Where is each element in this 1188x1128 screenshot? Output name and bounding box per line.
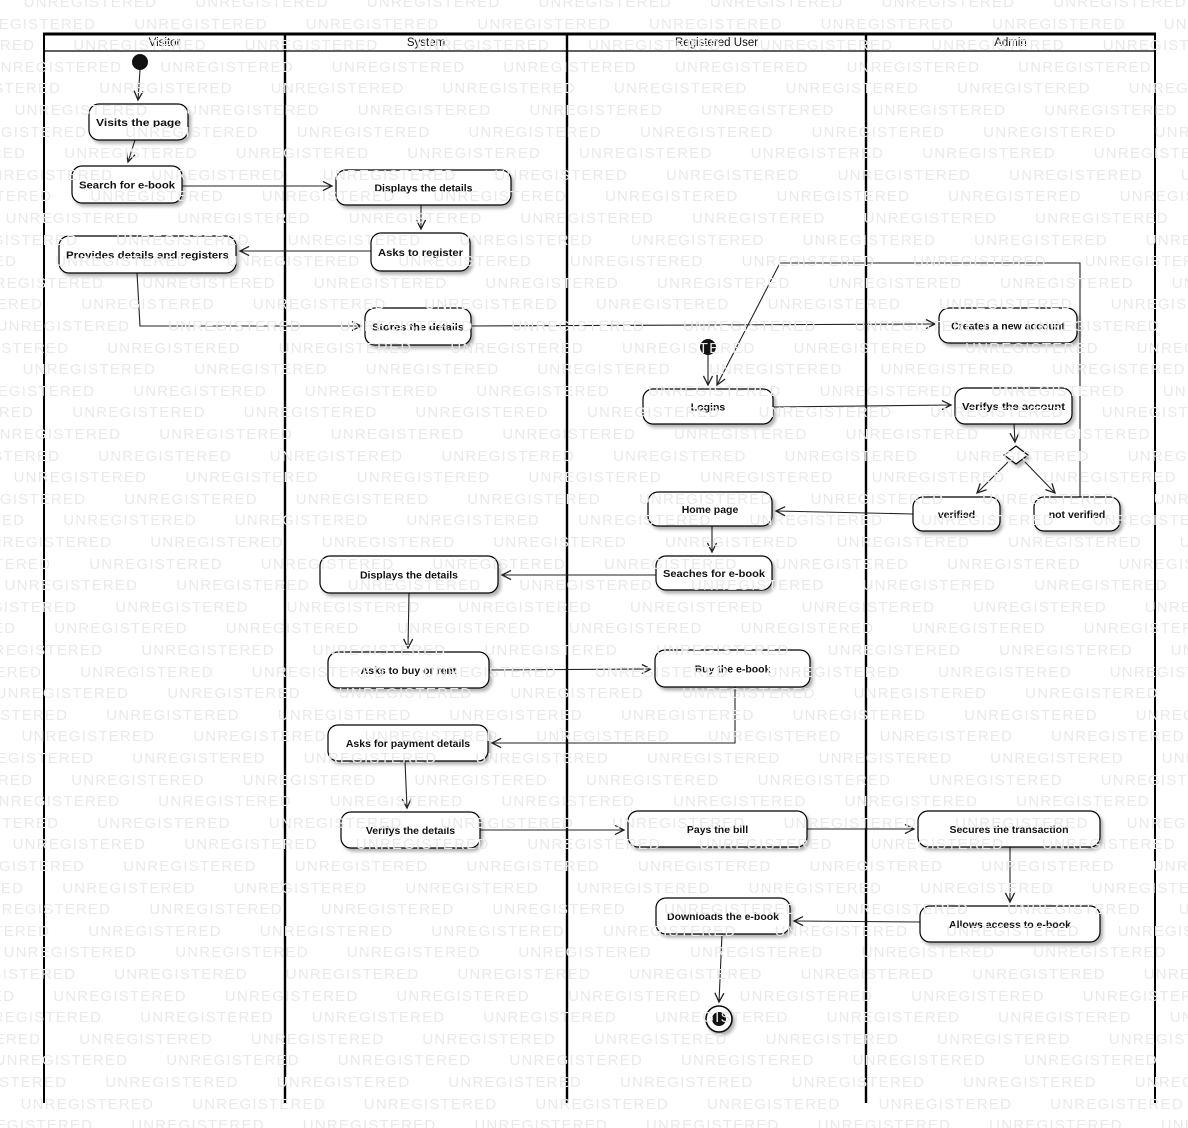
node-label-home: Home page: [682, 504, 739, 516]
node-verified: verified: [912, 496, 1001, 532]
node-verifys-account: Verifys the account: [954, 387, 1073, 425]
node-label-asks-register: Asks to register: [378, 247, 463, 259]
node-label-provides: Provides details and registers: [66, 249, 229, 261]
node-search: Search for e-book: [71, 165, 183, 204]
lane-header-registered-user: Registered User: [675, 37, 758, 49]
node-asks-payment: Asks for payment details: [327, 724, 489, 762]
final-node-inner-icon: [712, 1012, 726, 1026]
node-logins: Logins: [642, 388, 774, 425]
edge-visits-to-search: [125, 139, 136, 164]
node-decision: [1003, 445, 1029, 465]
initial-node-icon: [700, 339, 716, 355]
node-visits: Visits the page: [88, 103, 189, 141]
node-label-verifys-details: Verifys the details: [366, 825, 455, 837]
node-label-secures: Secures the transaction: [949, 824, 1068, 836]
node-label-asks-buy: Asks to buy or rent: [361, 665, 457, 677]
node-label-allows: Allows access to e-book: [949, 919, 1071, 931]
node-label-verified: verified: [938, 509, 975, 521]
node-label-pays: Pays the bill: [687, 824, 748, 836]
lane-header-admin: Admin: [994, 37, 1027, 49]
node-asks-buy: Asks to buy or rent: [327, 651, 490, 689]
edge-provides-to-stores: [136, 272, 363, 332]
edge-downloads-to-end-reguser: [714, 933, 725, 1004]
node-buy: Buy the e-book: [654, 649, 811, 688]
node-start-reguser: [700, 339, 716, 355]
edges-layer: [125, 69, 1081, 1004]
node-end-reguser: [705, 1005, 733, 1033]
node-allows: Allows access to e-book: [919, 905, 1101, 943]
node-not-verified: not verified: [1033, 496, 1121, 532]
node-label-buy: Buy the e-book: [695, 663, 771, 675]
node-label-visits: Visits the page: [96, 117, 181, 129]
edge-asks-buy-to-buy: [488, 663, 653, 675]
edge-buy-to-asks-payment: [490, 687, 736, 749]
node-label-downloads: Downloads the e-book: [667, 911, 779, 923]
node-label-asks-payment: Asks for payment details: [346, 738, 470, 750]
node-start-visitor: [132, 54, 148, 70]
edge-asks-payment-to-verifys-details: [401, 760, 412, 810]
lane-header-system: System: [407, 37, 445, 49]
edge-verified-to-home: [774, 506, 914, 517]
edge-decision-to-verified: [975, 461, 1009, 495]
node-label-verifys-account: Verifys the account: [962, 401, 1066, 413]
edge-stores-to-creates: [470, 318, 937, 330]
node-home: Home page: [647, 491, 773, 527]
node-displays2: Displays the details: [319, 555, 499, 594]
node-label-logins: Logins: [691, 401, 726, 413]
node-asks-register: Asks to register: [370, 232, 471, 272]
node-displays1: Displays the details: [335, 169, 512, 206]
node-downloads: Downloads the e-book: [655, 897, 791, 935]
node-label-seaches: Seaches for e-book: [663, 568, 765, 580]
node-stores: Stores the details: [364, 307, 472, 346]
node-label-displays2: Displays the details: [360, 569, 458, 581]
node-seaches: Seaches for e-book: [655, 555, 773, 591]
edge-not-verified-to-logins: [716, 262, 1081, 497]
edge-displays2-to-asks-buy: [403, 592, 414, 650]
node-label-not-verified: not verified: [1049, 509, 1106, 521]
edge-verifys-account-to-decision: [1009, 423, 1020, 444]
edge-allows-to-downloads: [792, 915, 921, 927]
edge-start-visitor-to-visits: [133, 69, 144, 102]
node-creates: Creates a new account: [938, 307, 1078, 344]
lane-header-visitor: Visitor: [149, 37, 181, 49]
node-provides: Provides details and registers: [58, 235, 237, 274]
node-label-creates: Creates a new account: [951, 320, 1065, 332]
edge-decision-to-not-verified: [1024, 461, 1057, 495]
node-label-displays1: Displays the details: [374, 182, 472, 194]
initial-node-icon: [132, 54, 148, 70]
decision-diamond-icon: [1003, 445, 1029, 465]
node-label-search: Search for e-book: [79, 179, 175, 191]
node-secures: Secures the transaction: [917, 810, 1101, 848]
swimlane-frame: Visitor System Registered User Admin: [43, 32, 1156, 1103]
node-verifys-details: Verifys the details: [340, 811, 481, 849]
node-label-stores: Stores the details: [372, 321, 464, 333]
edge-logins-to-verifys-account: [772, 399, 953, 411]
node-pays: Pays the bill: [627, 810, 808, 848]
